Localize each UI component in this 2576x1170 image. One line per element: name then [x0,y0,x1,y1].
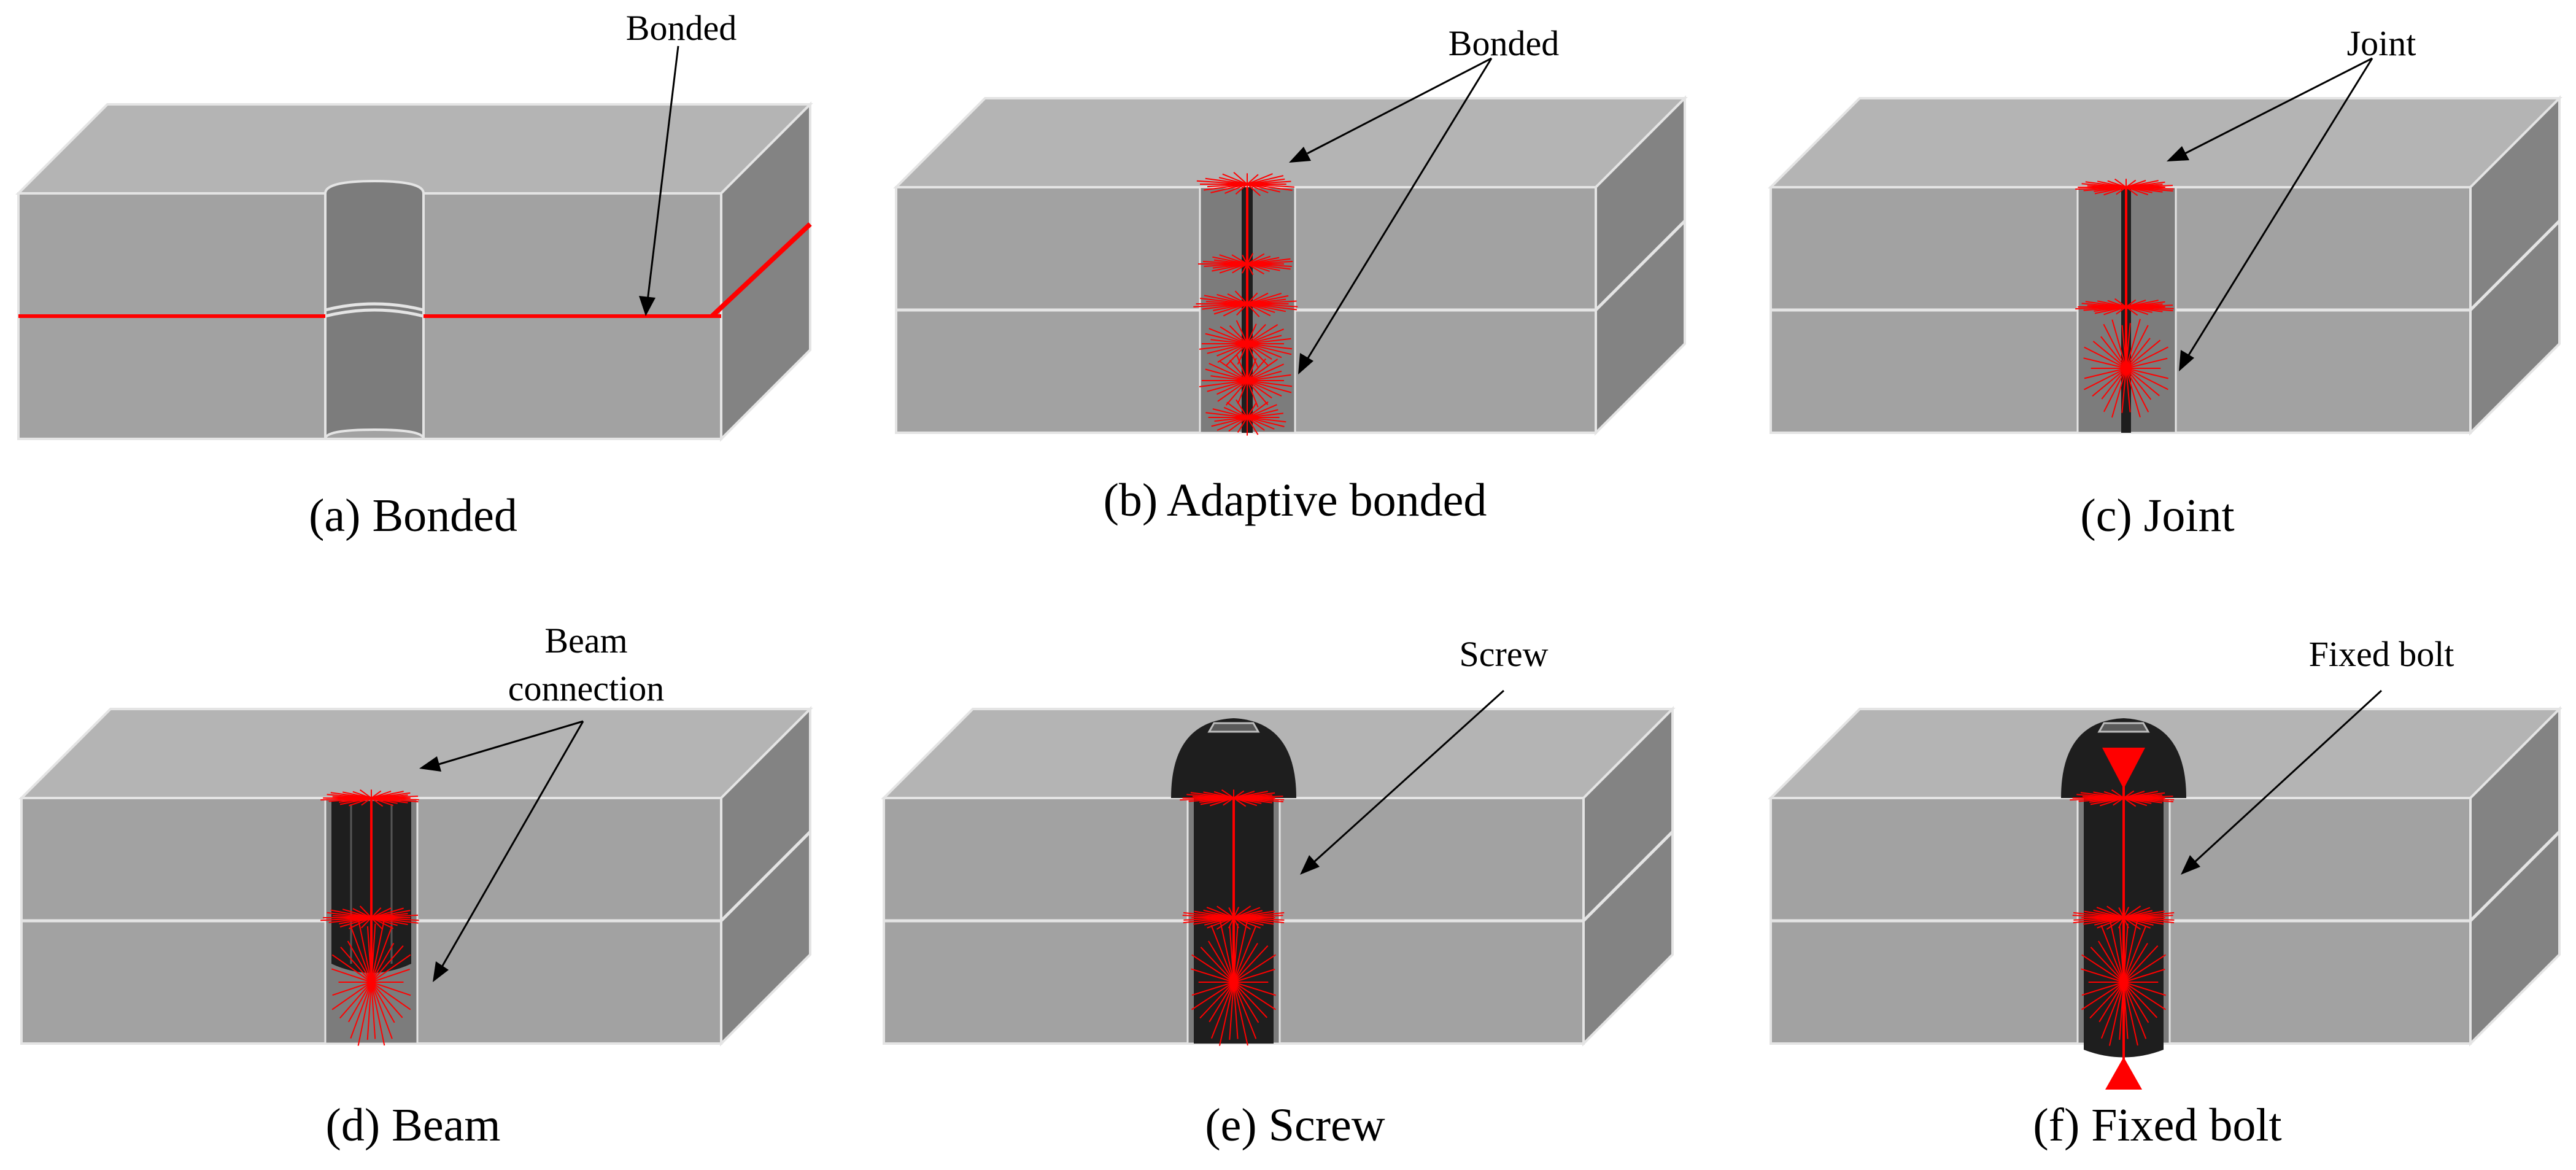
block-top-face [893,97,1688,188]
callout-arrows [2167,57,2373,371]
callout-arrows [419,720,584,982]
callout-arrows [1289,57,1493,374]
caption: (c) Joint [2080,490,2234,541]
caption: (a) Bonded [309,490,517,541]
panel-f: Fixed bolt (f) Fixed bolt [1768,634,2562,1151]
callout-label: Screw [1460,634,1549,674]
block-assembly [893,95,1688,436]
block-assembly [881,706,1676,1047]
block-top-face [15,103,813,195]
joint-spider [2075,178,2174,418]
block-assembly [1768,95,2562,436]
callout-arrow [639,45,679,316]
caption: (b) Adaptive bonded [1104,475,1487,526]
callout-label: Fixed bolt [2309,634,2454,674]
caption: (f) Fixed bolt [2033,1099,2281,1151]
panel-a: Bonded (a) Bonded [15,8,813,541]
block-top-face [18,708,813,799]
caption: (d) Beam [326,1099,501,1151]
beam-spider [320,789,419,1046]
panel-b: Bonded (b) Adaptive bonded [893,23,1688,526]
callout-arrow [2181,689,2383,875]
block-top-face [1768,97,2562,188]
callout-label: Bonded [626,8,737,48]
block-assembly [15,101,813,442]
bond-line [18,222,812,318]
fixed-bolt-spider [2070,789,2175,1046]
screw-head [1171,718,1296,798]
callout-label: Joint [2347,23,2416,63]
callout-arrow [1300,689,1505,875]
screw-spider [1180,789,1285,1046]
block-assembly [18,706,813,1047]
block-side-face [720,101,811,442]
fixed-support-top-icon [2102,748,2145,789]
caption: (e) Screw [1205,1099,1385,1151]
fixed-support-bottom-icon [2105,1057,2142,1090]
block-assembly [1768,706,2562,1090]
callout-label: Bonded [1449,23,1559,63]
panel-e: Screw (e) Screw [881,634,1676,1151]
panel-c: Joint (c) Joint [1768,23,2562,541]
adaptive-bonded-spider [1193,172,1298,436]
